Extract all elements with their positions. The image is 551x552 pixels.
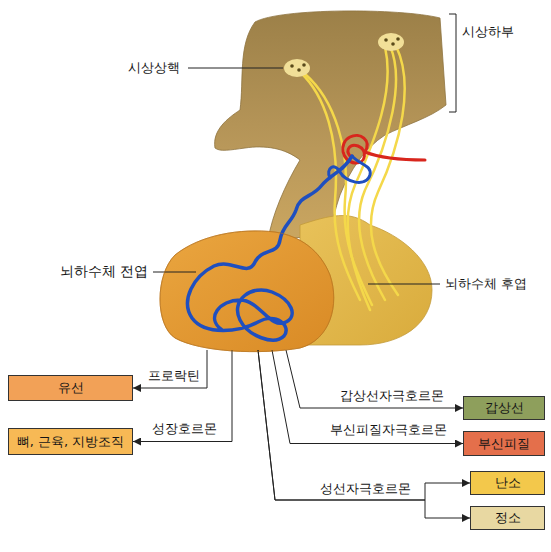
lobe-outline-path — [160, 231, 334, 352]
box-label: 정소 — [495, 510, 521, 526]
nerve-fiber — [359, 46, 396, 300]
leader-line — [153, 272, 196, 273]
portal-vessel — [188, 156, 352, 340]
hormone-label: 부신피질자극호르몬 — [328, 422, 449, 438]
cell-dot — [384, 38, 388, 42]
part-label: 뇌하수체 후엽 — [445, 276, 527, 292]
target-box: 갑상선 — [463, 396, 545, 420]
leader-line — [368, 284, 440, 285]
hormone-label: 성선자극호르몬 — [318, 481, 413, 497]
hormone-arrow — [272, 350, 463, 444]
lobe-outline — [160, 205, 335, 350]
cell-dot — [290, 64, 294, 68]
box-label: 부신피질 — [478, 436, 530, 452]
cell-dot — [396, 37, 400, 41]
box-label: 유선 — [58, 380, 84, 396]
box-label: 난소 — [495, 475, 521, 491]
anterior-lobe-shape — [160, 231, 334, 352]
portal-vessel — [329, 156, 371, 182]
nucleus-cells — [290, 37, 400, 72]
nerve-fibers — [300, 46, 405, 310]
hormone-label: 성장호르몬 — [150, 421, 219, 437]
target-box: 난소 — [470, 471, 545, 495]
lobe-label: 뇌하수체 전엽 — [60, 263, 148, 280]
hormone-label: 갑상선자극호르몬 — [338, 388, 446, 404]
anterior-pituitary: 뇌하수체 전엽 — [160, 205, 335, 350]
nucleus — [378, 33, 404, 51]
nerve-fiber — [371, 46, 405, 295]
target-box: 정소 — [470, 506, 545, 530]
cell-dot — [391, 42, 395, 46]
hormone-arrow — [133, 350, 207, 388]
cell-dot — [297, 68, 301, 72]
box-label: 뼈, 근육, 지방조직 — [17, 434, 125, 450]
box-label: 갑상선 — [485, 400, 524, 416]
hormone-arrow — [258, 350, 470, 500]
part-label: 시상하부 — [462, 24, 514, 40]
hormone-arrow — [286, 350, 463, 408]
cell-dot — [302, 63, 306, 67]
bracket — [449, 14, 456, 112]
target-box: 부신피질 — [463, 431, 545, 456]
target-box: 뼈, 근육, 지방조직 — [8, 428, 133, 455]
nucleus — [284, 59, 310, 77]
part-label: 시상상핵 — [128, 60, 180, 76]
hormone-label: 프로락틴 — [146, 368, 202, 384]
hormone-arrow — [133, 350, 232, 442]
hormone-arrow — [258, 350, 470, 518]
target-box: 유선 — [8, 375, 133, 401]
leader-line — [188, 68, 283, 69]
